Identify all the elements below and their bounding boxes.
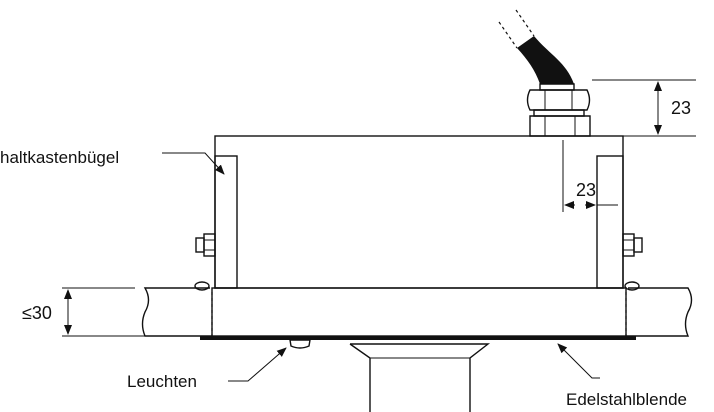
housing-box	[214, 135, 624, 289]
right-bracket	[596, 155, 643, 289]
cable	[498, 9, 574, 84]
stainless-cover	[200, 336, 636, 340]
bracket-width-value: 23	[576, 180, 596, 200]
left-bracket	[195, 155, 238, 289]
ceiling-thickness-dimension	[62, 287, 210, 337]
gland-height-value: 23	[671, 98, 691, 118]
cover-label: Edelstahlblende	[566, 390, 687, 409]
bracket-width-dimension	[562, 140, 618, 212]
bracket-leader	[162, 152, 225, 175]
luminaire-leader	[228, 347, 287, 382]
ceiling-slab	[141, 281, 693, 337]
luminaire	[289, 339, 491, 412]
luminaire-label: Leuchten	[127, 372, 197, 391]
bracket-label: haltkastenbügel	[0, 148, 119, 167]
gland-height-dimension	[592, 79, 696, 137]
cover-leader	[557, 343, 600, 379]
ceiling-thickness-value: ≤30	[22, 303, 52, 323]
cable-gland	[526, 83, 591, 137]
